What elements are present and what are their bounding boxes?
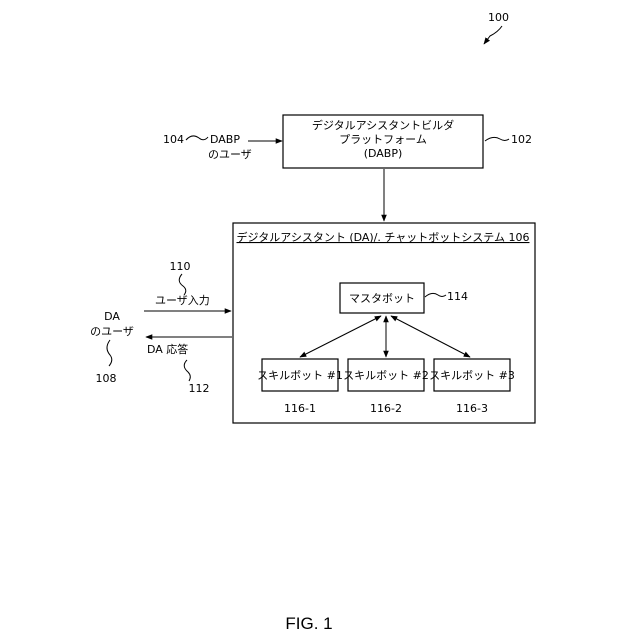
master-bot-ref-leader bbox=[425, 293, 446, 297]
dabp-user-ref-leader bbox=[186, 136, 208, 140]
da-chatbot-system-title: デジタルアシスタント (DA)/. チャットボットシステム 106 bbox=[237, 230, 530, 244]
skill-bot-3-label: スキルボット #3 bbox=[429, 369, 515, 382]
skill-bot-3-ref-number: 116-3 bbox=[456, 402, 488, 415]
da-response-ref-leader bbox=[184, 360, 190, 381]
dabp-user-ref-number: 104 bbox=[163, 133, 184, 146]
dabp-user-label-line2: のユーザ bbox=[208, 148, 252, 161]
da-user-label-line1: DA bbox=[104, 310, 120, 323]
figure-caption: FIG. 1 bbox=[285, 614, 332, 633]
skill-bot-1-label: スキルボット #1 bbox=[257, 369, 343, 382]
skill-bot-1-ref-number: 116-1 bbox=[284, 402, 316, 415]
dabp-user-label-line1: DABP bbox=[210, 133, 240, 146]
dabp-ref-leader bbox=[485, 137, 509, 141]
user-input-ref-number: 110 bbox=[170, 260, 191, 273]
skill-bot-2-ref-number: 116-2 bbox=[370, 402, 402, 415]
master-to-skill-bot-3-arrow bbox=[391, 316, 470, 357]
master-bot-ref-number: 114 bbox=[447, 290, 468, 303]
da-response-ref-number: 112 bbox=[189, 382, 210, 395]
master-to-skill-bot-1-arrow bbox=[300, 316, 381, 357]
da-response-label: DA 応答 bbox=[147, 342, 188, 356]
figure-number-label: 100 bbox=[488, 11, 509, 24]
user-input-label: ユーザ入力 bbox=[155, 294, 210, 307]
da-chatbot-system-box bbox=[233, 223, 535, 423]
user-input-ref-leader bbox=[179, 274, 186, 295]
da-user-label-line2: のユーザ bbox=[90, 325, 134, 338]
da-user-ref-leader bbox=[107, 340, 112, 366]
master-bot-label: マスタボット bbox=[349, 292, 415, 305]
skill-bot-2-label: スキルボット #2 bbox=[343, 369, 429, 382]
da-user-ref-number: 108 bbox=[96, 372, 117, 385]
dabp-label-line1: デジタルアシスタントビルダ bbox=[312, 118, 454, 132]
figure-number-pointer bbox=[484, 26, 502, 44]
dabp-ref-number: 102 bbox=[511, 133, 532, 146]
dabp-label-line2: プラットフォーム bbox=[339, 133, 427, 146]
dabp-label-line3: (DABP) bbox=[364, 147, 403, 160]
